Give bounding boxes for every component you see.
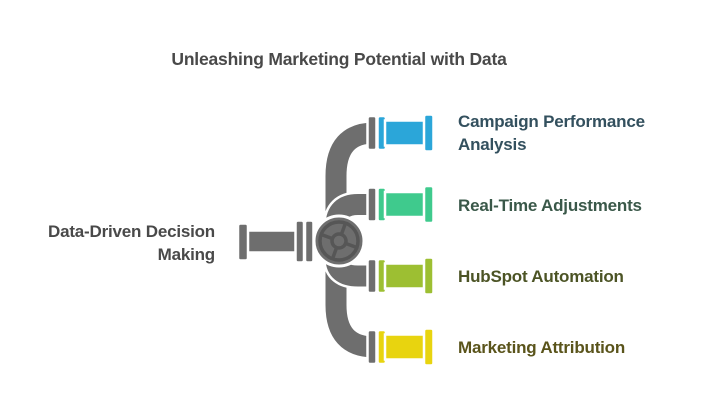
source-label-line-2: Making (157, 245, 216, 264)
gray-flange (366, 114, 378, 152)
branch-label-line-1: Marketing Attribution (458, 338, 626, 357)
valve-rim-ring (318, 220, 360, 262)
branch-label-hubspot: HubSpot Automation (458, 265, 693, 288)
branch-label-line-1: HubSpot Automation (458, 267, 624, 286)
color-body (383, 333, 427, 361)
input-pipe-left-flange (236, 222, 250, 262)
branch-pipe-ends (366, 113, 435, 367)
pipe-trunk-bottom (325, 240, 375, 358)
input-pipe-ring-2 (303, 219, 315, 264)
color-body (383, 119, 427, 147)
branch-label-campaign-performance: Campaign Performance Analysis (458, 110, 693, 156)
pipe-end-attribution (366, 327, 435, 367)
branch-label-real-time: Real-Time Adjustments (458, 194, 693, 217)
pipe-end-real-time (366, 184, 435, 225)
page-title: Unleashing Marketing Potential with Data (171, 49, 507, 69)
input-pipe-ring-1 (294, 219, 306, 264)
pipe-end-campaign-performance (366, 113, 435, 153)
branch-label-line-1: Real-Time Adjustments (458, 196, 642, 215)
color-body (383, 190, 427, 219)
branch-label-attribution: Marketing Attribution (458, 336, 693, 359)
end-flange (422, 256, 435, 296)
pipe-trunk-top (325, 122, 375, 242)
end-flange (422, 327, 435, 367)
color-body (383, 262, 427, 290)
valve-hub (330, 232, 348, 250)
input-pipe (236, 219, 320, 264)
branch-label-line-2: Analysis (458, 135, 527, 154)
end-flange (422, 113, 435, 153)
gray-flange (366, 257, 378, 295)
branch-label-line-1: Campaign Performance (458, 112, 645, 131)
pipe-end-hubspot (366, 256, 435, 296)
source-label-line-1: Data-Driven Decision (48, 222, 215, 241)
valve-icon (312, 214, 366, 268)
gray-flange (366, 328, 378, 366)
source-label: Data-Driven Decision Making (0, 220, 215, 266)
end-flange (422, 184, 435, 225)
pipe-network (236, 120, 375, 360)
gray-flange (366, 186, 378, 223)
